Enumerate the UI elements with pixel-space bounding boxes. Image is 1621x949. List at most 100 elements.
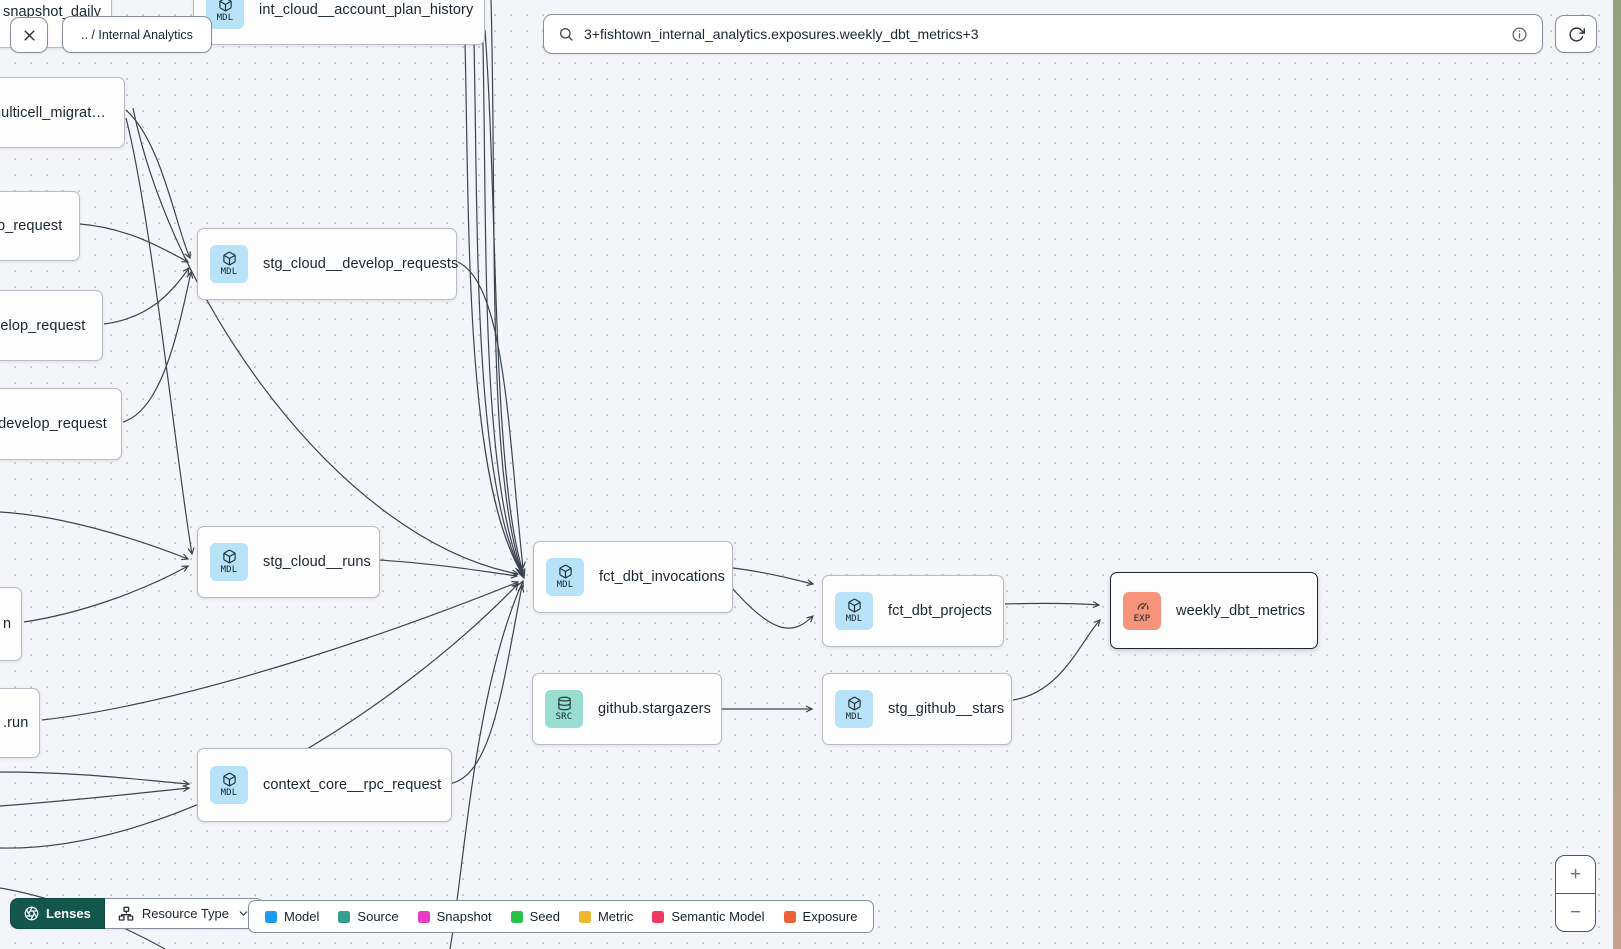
resource-graph-icon xyxy=(118,906,134,921)
legend-label: Model xyxy=(284,909,320,924)
search-bar xyxy=(543,14,1543,54)
refresh-button[interactable] xyxy=(1555,15,1597,53)
node-label: velop_request xyxy=(0,317,86,334)
lineage-node-int-cloud-account-plan-history[interactable]: MDL int_cloud__account_plan_history xyxy=(193,0,485,45)
resource-type-button[interactable]: Resource Type xyxy=(104,898,265,929)
model-badge: MDL xyxy=(835,690,873,728)
node-label: stg_cloud__develop_requests xyxy=(263,256,459,272)
breadcrumb[interactable]: .. / Internal Analytics xyxy=(62,16,212,53)
zoom-in-button[interactable]: + xyxy=(1556,856,1595,893)
breadcrumb-label: .. / Internal Analytics xyxy=(81,27,193,42)
zoom-out-button[interactable]: − xyxy=(1556,894,1595,931)
node-label: n xyxy=(3,616,12,632)
legend-item-snapshot: Snapshot xyxy=(417,909,492,924)
node-label: context_core__rpc_request xyxy=(263,777,442,793)
lineage-node-stg-cloud-develop-requests[interactable]: MDL stg_cloud__develop_requests xyxy=(197,228,459,300)
legend-label: Snapshot xyxy=(436,909,492,924)
node-label: p_request xyxy=(0,218,63,234)
search-input[interactable] xyxy=(584,26,1501,42)
legend-item-source: Source xyxy=(338,909,399,924)
lineage-node-n-partial[interactable]: n xyxy=(0,587,22,661)
legend-swatch xyxy=(783,910,796,923)
lenses-label: Lenses xyxy=(46,906,91,921)
model-badge: MDL xyxy=(835,592,873,630)
lineage-node-github-stargazers[interactable]: SRC github.stargazers xyxy=(532,673,722,745)
node-label: github.stargazers xyxy=(598,701,711,717)
cube-icon xyxy=(222,251,236,266)
zoom-controls: + − xyxy=(1555,855,1596,932)
legend-label: Semantic Model xyxy=(671,909,765,924)
resource-type-legend: Model Source Snapshot Seed Metric Semantic Mo… xyxy=(248,900,875,933)
node-label: int_cloud__account_plan_history xyxy=(259,1,474,18)
lineage-node-develop-request[interactable]: .develop_request xyxy=(0,388,122,460)
lenses-button[interactable]: Lenses xyxy=(10,898,105,929)
badge-label: MDL xyxy=(220,267,238,277)
refresh-icon xyxy=(1568,26,1585,42)
cube-icon xyxy=(847,696,861,711)
model-badge: MDL xyxy=(206,0,244,29)
badge-label: MDL xyxy=(845,614,863,624)
node-label: fct_dbt_invocations xyxy=(599,569,726,585)
legend-item-exposure: Exposure xyxy=(783,909,858,924)
lineage-node-multicell-migrat[interactable]: multicell_migrat… xyxy=(0,77,125,148)
gauge-icon xyxy=(1137,602,1149,610)
zoom-divider xyxy=(1556,893,1595,894)
badge-label: MDL xyxy=(845,712,863,722)
lineage-node-velop-request[interactable]: velop_request xyxy=(0,290,103,361)
lineage-node-weekly-dbt-metrics[interactable]: EXP weekly_dbt_metrics xyxy=(1110,572,1318,649)
legend-swatch xyxy=(578,910,591,923)
legend-label: Seed xyxy=(529,909,560,924)
node-label: .run xyxy=(3,715,29,731)
badge-label: MDL xyxy=(220,788,238,798)
lineage-node-p-request[interactable]: p_request xyxy=(0,191,80,261)
node-label: fct_dbt_projects xyxy=(888,603,992,619)
chevron-down-icon xyxy=(239,911,248,916)
info-icon[interactable] xyxy=(1511,26,1528,43)
legend-swatch xyxy=(510,910,523,923)
lineage-node-fct-dbt-projects[interactable]: MDL fct_dbt_projects xyxy=(822,575,1004,647)
legend-item-model: Model xyxy=(265,909,319,924)
legend-swatch xyxy=(417,910,430,923)
database-icon xyxy=(557,696,571,711)
node-label: stg_github__stars xyxy=(888,701,1005,717)
node-label: weekly_dbt_metrics xyxy=(1176,602,1306,619)
close-icon xyxy=(23,29,35,41)
model-badge: MDL xyxy=(210,543,248,581)
badge-label: MDL xyxy=(216,12,234,23)
legend-swatch xyxy=(652,910,665,923)
cube-icon xyxy=(222,549,236,564)
lineage-node-run-partial[interactable]: .run xyxy=(0,688,40,758)
legend-label: Metric xyxy=(597,909,634,924)
legend-swatch xyxy=(265,910,277,923)
badge-label: SRC xyxy=(555,712,573,722)
search-icon xyxy=(560,28,573,41)
legend-item-metric: Metric xyxy=(578,909,634,924)
node-label: multicell_migrat… xyxy=(0,104,106,121)
lens-icon xyxy=(24,906,39,921)
badge-label: EXP xyxy=(1133,613,1151,624)
exposure-badge: EXP xyxy=(1123,591,1161,630)
model-badge: MDL xyxy=(210,245,248,283)
cube-icon xyxy=(558,564,572,579)
model-badge: MDL xyxy=(546,558,584,596)
lineage-node-fct-dbt-invocations[interactable]: MDL fct_dbt_invocations xyxy=(533,541,733,613)
legend-swatch xyxy=(338,910,351,923)
lineage-node-stg-github-stars[interactable]: MDL stg_github__stars xyxy=(822,673,1012,745)
cube-icon xyxy=(218,0,232,11)
model-badge: MDL xyxy=(210,766,248,804)
cube-icon xyxy=(222,772,236,787)
node-label: .develop_request xyxy=(0,416,107,432)
legend-label: Exposure xyxy=(802,909,858,924)
cube-icon xyxy=(847,598,861,613)
lineage-node-context-core-rpc-request[interactable]: MDL context_core__rpc_request xyxy=(197,748,452,822)
legend-item-semantic-model: Semantic Model xyxy=(652,909,765,924)
close-button[interactable] xyxy=(10,17,48,53)
legend-label: Source xyxy=(357,909,399,924)
source-badge: SRC xyxy=(545,690,583,728)
lenses-group: Lenses Resource Type xyxy=(10,898,265,929)
legend-item-seed: Seed xyxy=(510,909,560,924)
resource-type-label: Resource Type xyxy=(141,906,230,921)
